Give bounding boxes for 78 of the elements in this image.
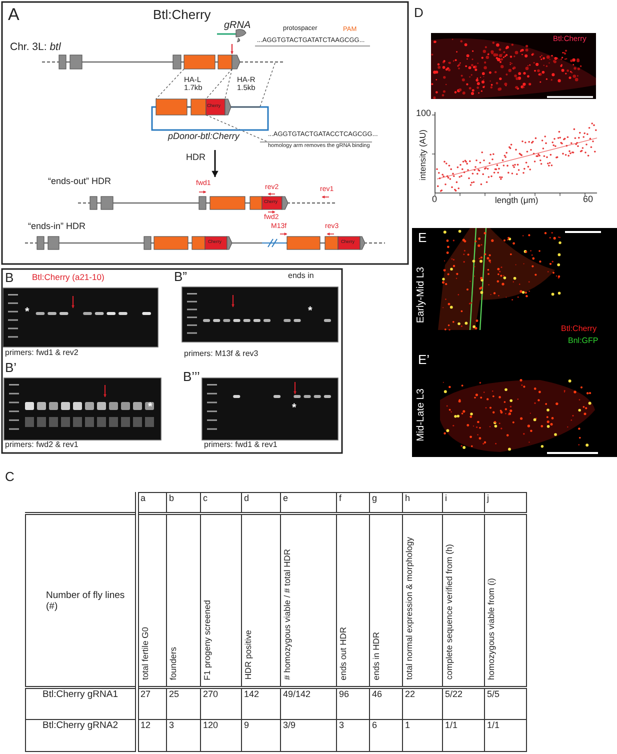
panel-title: Btl:Cherry [153, 8, 211, 22]
row-header: Number of fly lines (#) [46, 590, 125, 612]
table-value: 3/9 [283, 720, 296, 730]
outcome-label: “ends-in” HDR [28, 222, 86, 232]
panel-letter: B [5, 271, 14, 286]
column-header: F1 progeny screened [203, 600, 212, 680]
column-letter: c [203, 493, 208, 503]
column-letter: d [244, 493, 250, 503]
panel-letter: C [5, 470, 14, 484]
column-letter: j [487, 493, 489, 503]
row-header: Btl:Cherry gRNA1 [42, 689, 118, 700]
caption-text: primers: M13f & rev3 [184, 350, 258, 359]
image-label: Bnl:GFP [568, 337, 598, 346]
column-header: total normal expression & morphology [405, 537, 414, 680]
image-label: Btl:Cherry [561, 325, 597, 334]
column-letter: a [140, 493, 146, 503]
table-value: 120 [203, 720, 218, 730]
caption-text: primers: fwd1 & rev2 [5, 349, 78, 358]
image-label: Mid-Late L3 [416, 388, 426, 442]
asterisk-mark: * [292, 402, 296, 414]
panel-letter: A [8, 6, 20, 25]
table-value: 96 [339, 689, 350, 699]
column-letter: e [283, 493, 288, 503]
column-header: homozygous viable from (i) [487, 578, 496, 680]
step-label: HDR [186, 153, 206, 163]
table-value: 5/5 [487, 689, 500, 699]
table-value: 27 [140, 689, 151, 699]
table-value: 1/1 [445, 720, 458, 730]
panel-title: Btl:Cherry (a21-10) [32, 273, 104, 282]
table-value: 270 [203, 689, 218, 699]
caption-text: primers: fwd1 & rev1 [204, 441, 278, 450]
column-header: HDR positive [244, 630, 254, 680]
asterisk-mark: * [308, 305, 312, 318]
chromosome-label: Chr. 3L: btl [10, 42, 61, 54]
caption-text: ends in [288, 272, 314, 281]
axis-title: intensity (AU) [418, 130, 428, 180]
image-label: Early-Mid L3 [416, 266, 426, 324]
panel-letter: D [414, 6, 424, 20]
plasmid-label: pDonor-btl:Cherry [168, 132, 240, 142]
column-header: ends out HDR [339, 626, 348, 680]
axis-title: length (μm) [495, 196, 538, 206]
column-letter: g [372, 493, 378, 503]
column-letter: b [169, 493, 174, 503]
column-header: ends in HDR [372, 632, 382, 680]
table-value: 5/22 [445, 689, 463, 699]
table-value: 12 [140, 720, 151, 730]
column-header: total fertile G0 [140, 627, 150, 680]
caption-text: primers: fwd2 & rev1 [5, 441, 78, 450]
table-value: 3 [169, 720, 174, 730]
column-header: founders [169, 646, 178, 680]
table-value: 1 [405, 720, 410, 730]
tick-label: 100 [416, 109, 432, 119]
table-value: 22 [405, 689, 416, 699]
tick-label: 0 [432, 195, 438, 205]
panel-letter: B” [174, 270, 187, 284]
table-value: 3 [339, 720, 344, 730]
asterisk-mark: * [25, 306, 30, 318]
column-letter: f [339, 493, 342, 503]
column-letter: i [445, 493, 447, 503]
tick-label: 60 [583, 195, 594, 205]
outcome-label: “ends-out” HDR [48, 177, 112, 187]
column-header: # homozygous viable / # total HDR [283, 549, 292, 680]
guide-rna-label: gRNA [224, 20, 251, 31]
column-letter: h [405, 493, 410, 503]
panel-letter: E [418, 231, 427, 246]
asterisk-mark: * [148, 401, 152, 414]
table-value: 142 [244, 689, 260, 699]
column-header: complete sequence verified from (h) [445, 544, 454, 680]
table-value: 46 [372, 689, 382, 699]
row-header: Btl:Cherry gRNA2 [42, 720, 118, 731]
table-value: 1/1 [487, 720, 500, 730]
table-value: 6 [372, 720, 378, 730]
panel-letter: B’ [5, 361, 17, 376]
table-value: 49/142 [283, 689, 311, 699]
table-value: 9 [244, 720, 250, 730]
panel-letter: E’ [418, 353, 430, 368]
panel-letter: B’’’ [183, 370, 200, 384]
table-value: 25 [169, 689, 180, 699]
